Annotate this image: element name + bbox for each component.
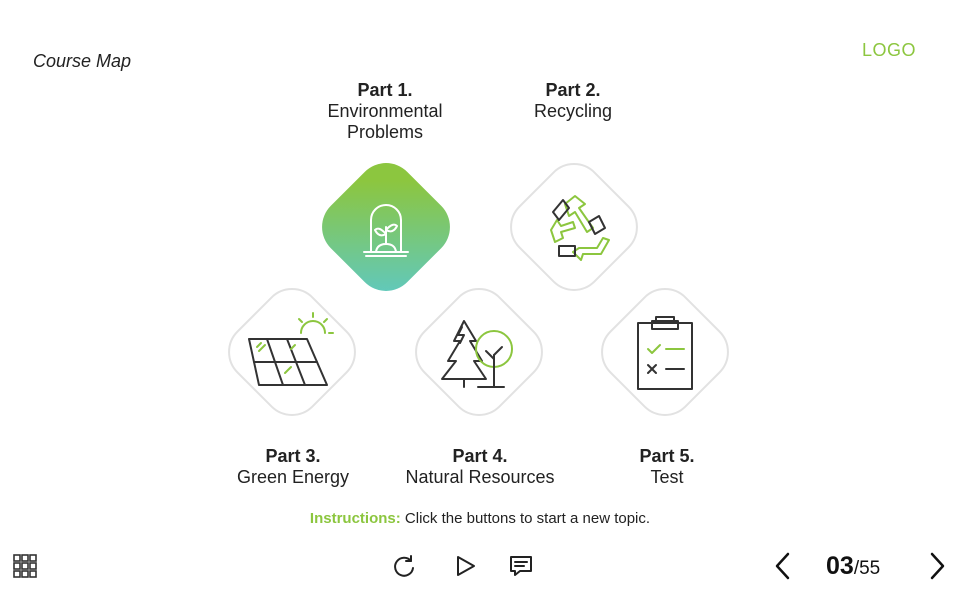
next-slide-button[interactable]	[924, 551, 950, 581]
page-current: 03	[826, 552, 854, 580]
previous-slide-button[interactable]	[770, 551, 796, 581]
clipboard-checklist-icon	[620, 307, 710, 397]
part-5-number: Part 5.	[639, 446, 695, 466]
notes-button[interactable]	[508, 553, 534, 579]
part-3-number: Part 3.	[265, 446, 321, 466]
notes-icon	[510, 556, 532, 576]
part-4-name-line1: Natural Resources	[405, 467, 555, 487]
grid-menu-icon	[13, 554, 37, 578]
play-button[interactable]	[452, 553, 478, 579]
part-1-label: Part 1. Environmental Problems	[305, 80, 465, 143]
part-4-number: Part 4.	[452, 446, 508, 466]
chevron-left-icon	[775, 552, 790, 580]
replay-icon	[394, 555, 414, 577]
logo: LOGO	[862, 40, 917, 60]
instructions: Instructions: Click the buttons to start…	[0, 510, 960, 527]
part-1-name-line1: Environmental	[327, 101, 443, 121]
part-5-name-line1: Test	[650, 467, 684, 487]
part-1-number: Part 1.	[357, 80, 413, 100]
part-3-name-line1: Green Energy	[236, 467, 350, 487]
solar-panel-icon	[247, 307, 337, 397]
grid-menu-button[interactable]	[12, 553, 38, 579]
part-5-label: Part 5. Test	[587, 446, 747, 488]
part-2-name-line1: Recycling	[533, 101, 613, 121]
part-3-label: Part 3. Green Energy	[213, 446, 373, 488]
part-4-label: Part 4. Natural Resources	[390, 446, 570, 488]
replay-button[interactable]	[391, 553, 417, 579]
part-2-label: Part 2. Recycling	[493, 80, 653, 122]
plant-dome-icon	[341, 182, 431, 272]
instructions-text: Click the buttons to start a new topic.	[400, 510, 651, 527]
recycle-icon	[529, 182, 619, 272]
course-title: Course Map	[33, 51, 132, 71]
page-counter: 03/55	[826, 552, 880, 581]
trees-icon	[434, 307, 524, 397]
part-2-number: Part 2.	[545, 80, 601, 100]
chevron-right-icon	[930, 552, 945, 580]
instructions-lead: Instructions:	[309, 510, 401, 527]
play-icon	[457, 556, 475, 576]
page-total: /55	[853, 558, 881, 579]
part-1-name-line2: Problems	[346, 122, 424, 142]
